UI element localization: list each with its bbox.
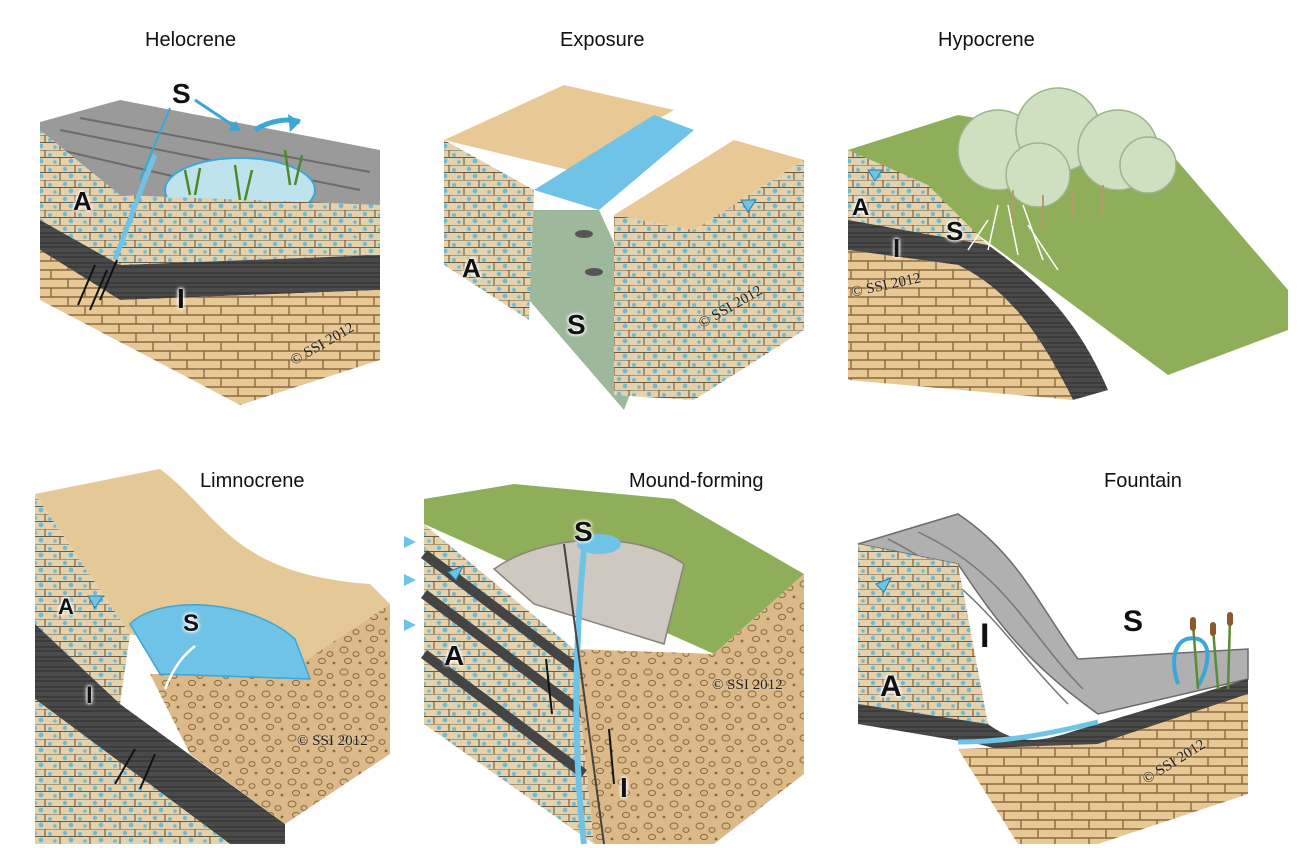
water-table-marker (875, 577, 893, 593)
fault-line (563, 543, 605, 845)
shale-band (35, 624, 285, 844)
label-aquifer: A (444, 640, 465, 671)
fault-water (573, 548, 587, 845)
label-impermeable: I (86, 682, 93, 709)
aquifer-face (35, 494, 130, 704)
label-impermeable: I (177, 283, 185, 314)
groundwater-flow (957, 719, 1099, 745)
water-table-marker (447, 565, 465, 581)
shale-band (848, 220, 1108, 400)
sandstone-front (40, 250, 240, 405)
label-spring: S (574, 516, 593, 547)
reeds (183, 149, 304, 201)
spring-flow (112, 154, 158, 261)
top-surface-right (614, 140, 804, 230)
fish (575, 230, 593, 238)
label-spring: S (946, 216, 964, 246)
tree-canopy (957, 87, 1177, 208)
sandstone-right (120, 290, 380, 405)
gravel-front (150, 674, 285, 824)
label-impermeable: I (620, 772, 628, 803)
recharge-arrows (404, 536, 416, 631)
top-surface-left (444, 85, 674, 170)
label-aquifer: A (462, 253, 481, 283)
label-aquifer: A (880, 670, 902, 703)
panel-helocrene: Helocrene S A I © SSI 2012 (0, 0, 434, 424)
panel-limnocrene: Limnocrene A S I © SSI 2012 (0, 424, 434, 848)
fault-arrows (77, 259, 118, 311)
shale-front (858, 679, 1248, 756)
spring-water (534, 115, 694, 210)
water-table-marker (867, 169, 883, 182)
label-aquifer: A (58, 594, 74, 619)
aquifer-right-face (694, 160, 804, 400)
label-impermeable: I (893, 233, 901, 263)
fountain-jet (1172, 636, 1210, 688)
spring-pool (129, 603, 312, 680)
panel-title: Exposure (560, 29, 645, 51)
aquifer-front-face (614, 215, 694, 400)
label-spring: S (567, 309, 586, 340)
fountain-illustration (857, 513, 1249, 844)
helocrene-illustration (40, 98, 380, 405)
sandstone-lower (35, 699, 230, 844)
label-spring: S (172, 78, 191, 109)
panel-hypocrene: Hypocrene A I S © SSI 2012 (848, 0, 1302, 424)
flow-arrow (163, 645, 196, 690)
label-aquifer: A (73, 186, 92, 216)
panel-mound-forming: Mound-forming S A I © SSI 2012 (404, 424, 868, 848)
panel-title: Fountain (1104, 470, 1182, 492)
copyright: © SSI 2012 (297, 733, 368, 749)
cattails (1191, 618, 1232, 690)
water-table-marker (740, 199, 757, 213)
tree-trunks (1012, 185, 1104, 230)
shale-band (40, 220, 380, 300)
mound-forming-illustration (404, 484, 804, 845)
grass-surface (848, 115, 1288, 375)
panel-exposure: Exposure A S © SSI 2012 (434, 0, 868, 424)
aquifer-face (424, 524, 594, 844)
gravel-front (574, 649, 714, 844)
aquifer-right-face (120, 195, 380, 265)
tree-roots (967, 204, 1059, 271)
label-aquifer: A (852, 194, 870, 221)
copyright: © SSI 2012 (712, 677, 783, 693)
panel-title: Limnocrene (200, 470, 305, 492)
fault-arrows (114, 748, 156, 790)
gravel-right (714, 574, 804, 844)
label-spring: S (1123, 605, 1144, 638)
hypocrene-illustration (848, 87, 1288, 400)
sandstone-front (958, 744, 1098, 844)
cattail-heads (1190, 612, 1233, 636)
panel-title: Hypocrene (938, 29, 1035, 51)
sandstone-right (1098, 694, 1248, 844)
aquifer-left-face (444, 140, 534, 320)
gravel-right (285, 604, 390, 824)
label-spring: S (183, 610, 200, 637)
flow-arrow (139, 107, 171, 181)
exposure-illustration (444, 85, 804, 410)
limnocrene-illustration (35, 469, 390, 844)
fault-arrows (545, 658, 615, 785)
flow-arrow (194, 98, 241, 132)
aquifer-face (858, 544, 988, 724)
sandstone-lower (848, 250, 1073, 400)
water-table-marker (87, 595, 104, 609)
aquifer-face (848, 150, 988, 245)
panel-fountain: Fountain I S A © SSI 2012 (857, 424, 1302, 848)
spring-pool (577, 534, 621, 554)
fish (585, 268, 603, 276)
label-impermeable: I (980, 617, 990, 655)
hill-surface (35, 469, 390, 674)
panel-title: Mound-forming (629, 470, 764, 492)
panel-title: Helocrene (145, 29, 237, 51)
